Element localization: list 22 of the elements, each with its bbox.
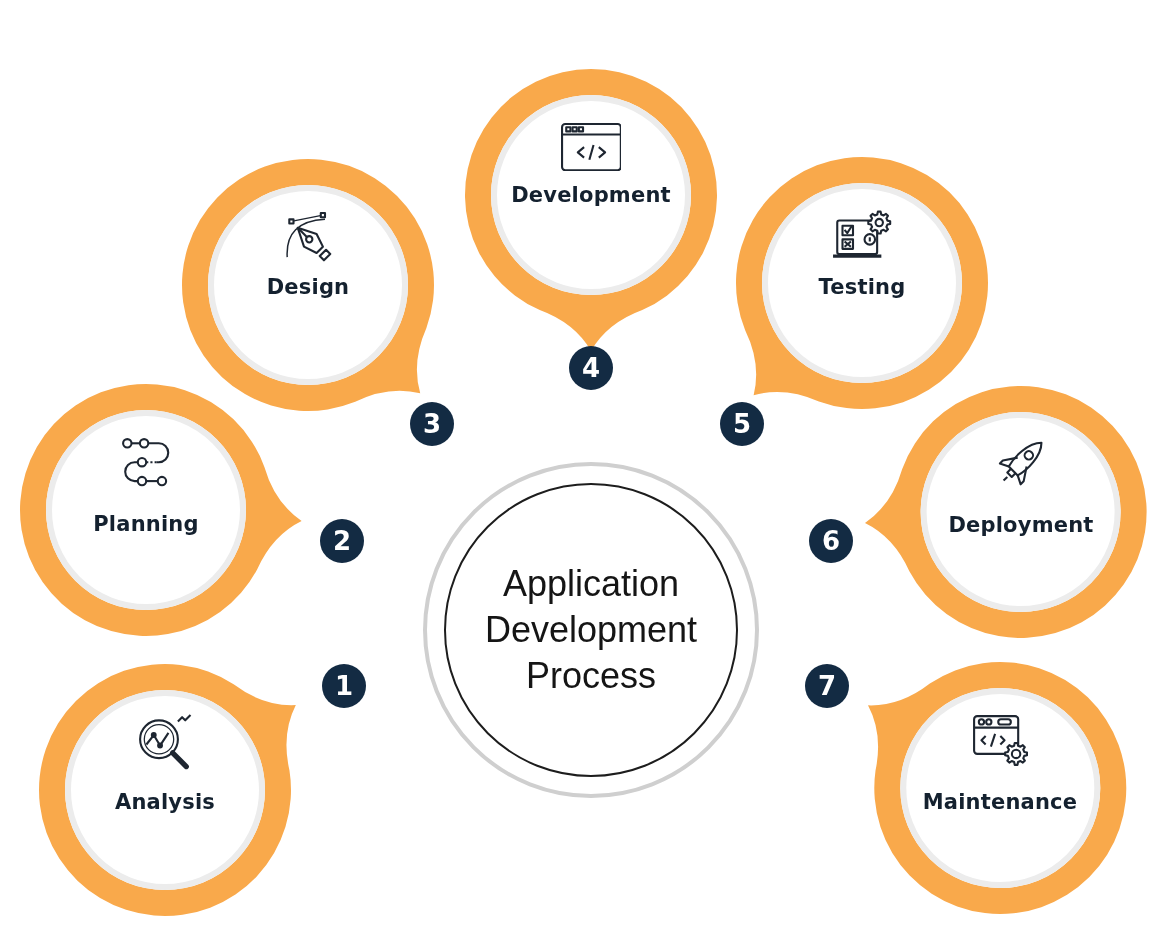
callout-number: 1 — [322, 664, 366, 708]
callout-number: 3 — [410, 402, 454, 446]
bubble-ring — [181, 158, 435, 412]
bubble-ring — [866, 661, 1127, 915]
bubble-ring — [735, 156, 989, 410]
step-name: Testing — [818, 275, 906, 299]
callout-number: 4 — [569, 346, 613, 390]
bubble-ring — [38, 663, 297, 917]
callout-number: 2 — [320, 519, 364, 563]
bubble-ring — [864, 385, 1148, 639]
bubble-ring — [19, 383, 303, 637]
step-name: Planning — [93, 512, 199, 536]
callout-number: 6 — [809, 519, 853, 563]
step-name: Maintenance — [922, 790, 1078, 814]
step-name: Deployment — [948, 513, 1094, 537]
center-title: Application Development Process — [483, 562, 699, 698]
step-name: Development — [511, 183, 671, 207]
callout-number: 5 — [720, 402, 764, 446]
callout-number: 7 — [805, 664, 849, 708]
step-name: Analysis — [114, 790, 216, 814]
step-name: Design — [266, 275, 350, 299]
center-circle — [421, 460, 761, 800]
